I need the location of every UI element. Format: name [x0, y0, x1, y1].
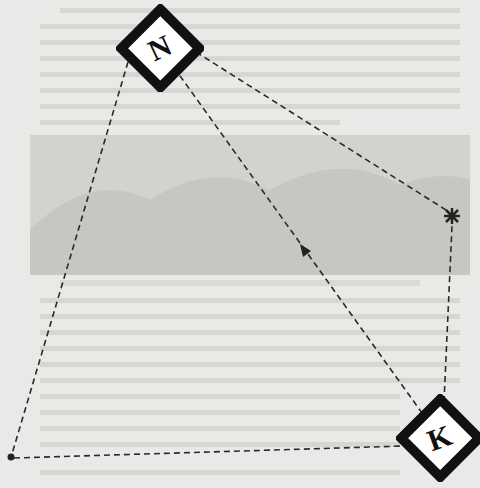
faded-photo — [30, 135, 470, 275]
faded-caption-line — [60, 280, 420, 286]
dashed-route — [14, 446, 404, 458]
direction-arrow — [300, 244, 311, 257]
dashed-route — [12, 62, 128, 454]
dashed-route — [444, 226, 452, 402]
dashed-route — [196, 52, 446, 210]
faded-photo-trees — [30, 169, 470, 275]
dashed-connector — [178, 73, 423, 414]
star-marker — [444, 208, 460, 224]
route-point — [8, 454, 15, 461]
diamond-marker: N — [116, 4, 205, 93]
diamond-marker: K — [396, 394, 480, 482]
